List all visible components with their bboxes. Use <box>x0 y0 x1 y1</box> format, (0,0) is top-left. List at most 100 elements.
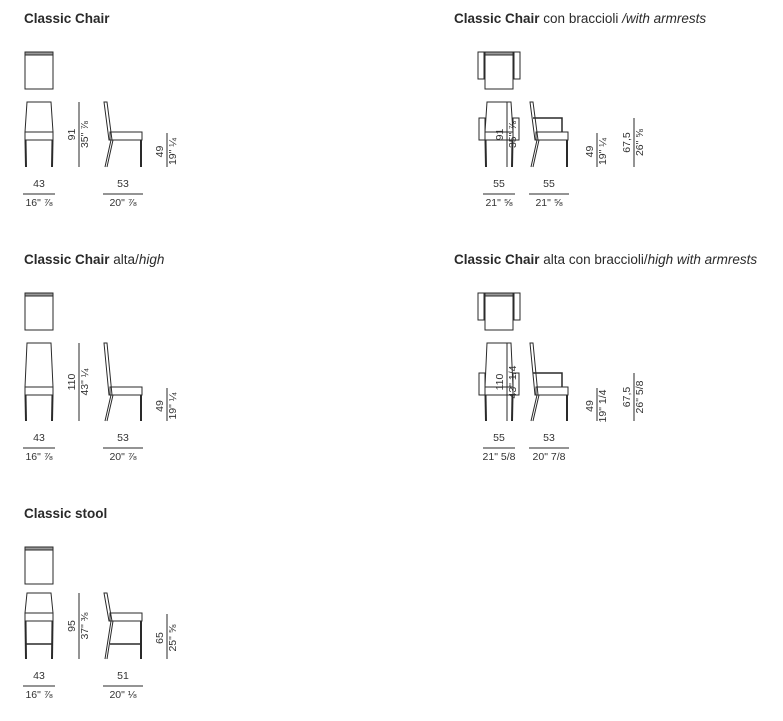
back-leg <box>104 139 114 168</box>
back-leg <box>530 139 540 168</box>
back-leg <box>530 394 540 422</box>
seat-height-in: 25" ⅝ <box>167 624 179 651</box>
seat <box>24 386 54 396</box>
depth-cm: 53 <box>543 432 555 444</box>
top-view <box>24 51 54 90</box>
leg <box>484 139 487 168</box>
depth-in: 20" ⅛ <box>109 689 136 701</box>
arm-height-in: 26" ⅝ <box>634 129 646 156</box>
title-bold: Classic stool <box>24 506 108 521</box>
depth-in: 20" ⅞ <box>109 197 136 209</box>
side-view <box>103 342 143 422</box>
height-in: 43" ¼ <box>79 368 91 395</box>
backrest-side <box>103 101 113 141</box>
seat-height-cm: 49 <box>584 400 596 412</box>
top-view <box>477 51 521 90</box>
title-bold: Classic Chair <box>24 252 110 267</box>
top-view <box>477 292 521 331</box>
title-bold: Classic Chair <box>454 11 540 26</box>
seat <box>24 131 54 141</box>
leg <box>24 139 27 168</box>
top-view <box>24 292 54 331</box>
armrest-right <box>512 117 520 141</box>
backrest-top <box>484 292 514 297</box>
seat-height-cm: 49 <box>154 146 166 158</box>
armrest-side <box>533 372 563 387</box>
armrest-right <box>513 292 521 321</box>
section-title: Classic stool <box>24 506 107 521</box>
height-cm: 91 <box>494 129 506 141</box>
armrest-side <box>533 117 563 132</box>
height-cm: 95 <box>66 620 78 632</box>
leg <box>51 620 54 660</box>
seat-height-in: 19" ¼ <box>167 392 179 419</box>
section-title: Classic Chair alta con braccioli/high wi… <box>454 252 757 267</box>
arm-height-cm: 67,5 <box>621 132 633 153</box>
seat-height-in: 19" 1/4 <box>597 389 609 422</box>
seat-side <box>109 612 143 622</box>
seat-height-cm: 65 <box>154 632 166 644</box>
front-view <box>478 342 520 422</box>
title-italic: high with armrests <box>647 252 758 267</box>
backrest-top <box>484 51 514 56</box>
back-leg <box>104 394 114 422</box>
depth-cm: 51 <box>117 670 129 682</box>
top-view <box>24 546 54 585</box>
seat-outline <box>24 546 54 585</box>
back-leg <box>104 620 114 660</box>
armrest-left <box>477 292 485 321</box>
width-in: 16" ⅞ <box>25 451 52 463</box>
backrest <box>24 592 54 614</box>
leg <box>484 394 487 422</box>
front-view <box>24 101 54 168</box>
height-in: 43" 1/4 <box>507 365 519 398</box>
backrest <box>24 342 54 388</box>
title-bold: Classic Chair <box>24 11 110 26</box>
depth-cm: 55 <box>543 178 555 190</box>
side-view <box>103 592 143 660</box>
title-normal: con braccioli <box>539 11 623 26</box>
leg <box>24 394 27 422</box>
seat-side <box>535 131 569 141</box>
front-view <box>24 592 54 660</box>
width-cm: 43 <box>33 670 45 682</box>
armrest-right <box>512 372 520 396</box>
height-cm: 91 <box>66 129 78 141</box>
backrest-top <box>24 546 54 551</box>
height-cm: 110 <box>66 373 78 390</box>
width-cm: 55 <box>493 432 505 444</box>
depth-cm: 53 <box>117 432 129 444</box>
front-view <box>478 101 520 168</box>
section-title: Classic Chair alta/high <box>24 252 164 267</box>
seat-height-cm: 49 <box>154 400 166 412</box>
seat-outline <box>484 292 514 331</box>
width-cm: 55 <box>493 178 505 190</box>
armrest-left <box>477 51 485 80</box>
seat-height-in: 19" ¼ <box>597 138 609 165</box>
section-title: Classic Chair con braccioli /with armres… <box>454 11 706 26</box>
width-in: 16" ⅞ <box>25 197 52 209</box>
armrest-left <box>478 117 486 141</box>
side-view <box>103 101 143 168</box>
side-view <box>529 342 569 422</box>
title-bold: Classic Chair <box>454 252 540 267</box>
width-in: 21" 5/8 <box>483 451 516 463</box>
seat-height-cm: 49 <box>584 146 596 158</box>
title-normal: alta con braccioli/ <box>539 252 648 267</box>
depth-in: 20" ⅞ <box>109 451 136 463</box>
height-in: 37" ⅜ <box>79 612 91 639</box>
backrest-top <box>24 51 54 56</box>
backrest-top <box>24 292 54 297</box>
seat <box>24 612 54 622</box>
front-view <box>24 342 54 422</box>
height-cm: 110 <box>494 373 506 390</box>
seat-outline <box>484 51 514 90</box>
leg <box>511 394 514 422</box>
width-in: 21" ⅝ <box>485 197 512 209</box>
leg <box>51 394 54 422</box>
height-in: 35" ⅞ <box>79 121 91 148</box>
